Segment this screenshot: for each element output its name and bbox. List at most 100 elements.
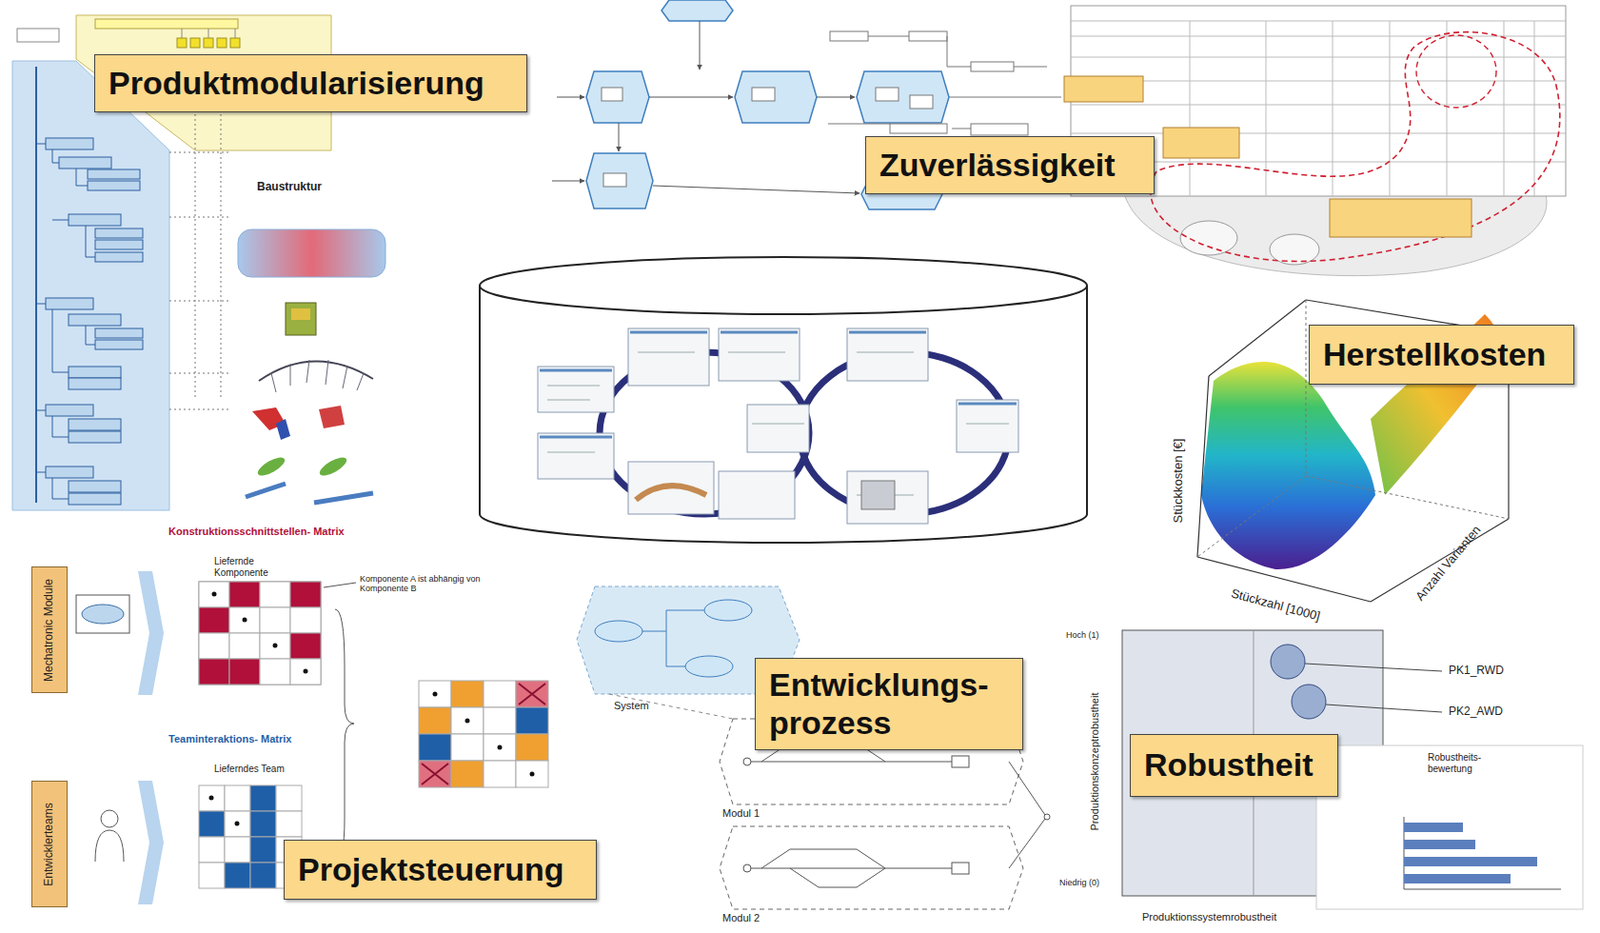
module-process-figure [743, 757, 751, 766]
process-model-figure [970, 123, 1028, 136]
module-process-figure [951, 755, 969, 768]
matrix-title: Konstruktionsschnittstellen- Matrix [168, 525, 345, 538]
robustness-chart [1403, 888, 1561, 890]
reliability-table-figure [1416, 35, 1497, 108]
cost-surface-plot [1305, 299, 1307, 476]
central-model-cylinder [539, 332, 1017, 437]
module-process-figure [951, 862, 969, 874]
series-label: PK1_RWD [1448, 664, 1504, 678]
product-structure-figure [169, 152, 229, 154]
reliability-table-figure [1070, 104, 1566, 106]
dsm-matrices-figure [224, 862, 251, 889]
process-model-figure [908, 31, 948, 41]
tick-label: Hoch (1) [1066, 630, 1100, 640]
dsm-matrices-figure [209, 795, 215, 801]
topic-title: Entwicklerteams [42, 802, 57, 886]
dsm-matrices-figure [198, 862, 225, 889]
dsm-matrices-figure [259, 658, 291, 685]
product-structure-figure [68, 377, 121, 390]
dsm-matrices-figure [212, 592, 309, 674]
product-structure-figure [285, 302, 317, 336]
topic-label-box: Zuverlässigkeit [865, 136, 1155, 195]
module-process-figure [747, 742, 1046, 888]
process-model-figure [751, 87, 775, 101]
module-process-figure [594, 620, 643, 642]
dsm-matrices-figure [198, 581, 321, 685]
module-process-figure [1008, 818, 1046, 869]
process-model-figure [828, 36, 1062, 129]
dsm-matrices-figure [335, 609, 355, 862]
topic-title: Projektsteuerung [297, 850, 565, 889]
product-structure-figure [169, 409, 229, 411]
product-structure-figure [68, 431, 121, 443]
reliability-table-figure [1070, 36, 1566, 38]
dsm-matrices-figure [259, 632, 291, 659]
product-structure-figure [169, 217, 229, 218]
reliability-table-figure [1070, 80, 1566, 82]
product-structure-figure [208, 28, 210, 39]
dsm-matrices-figure [198, 658, 230, 685]
cost-surface-plot [1197, 475, 1306, 557]
product-structure-figure [181, 28, 183, 39]
process-model-figure [603, 173, 627, 187]
reliability-table-figure [1070, 57, 1566, 59]
product-structure-figure [169, 373, 229, 375]
cost-surface-plot [1305, 475, 1509, 519]
robustness-chart [1403, 856, 1538, 867]
topic-label-box: Entwicklungs- prozess [754, 657, 1024, 751]
topic-title: Robustheit [1144, 746, 1314, 784]
product-structure-figure [45, 297, 94, 310]
product-structure-figure [190, 38, 200, 48]
product-structure-figure [95, 239, 143, 250]
product-structure-figure [255, 454, 288, 479]
dsm-matrices-figure [433, 691, 438, 697]
process-model-figure [552, 20, 860, 194]
process-model-figure [586, 71, 650, 123]
central-model-cylinder [479, 256, 1087, 543]
central-model-cylinder [539, 435, 613, 439]
axis-label: Stückkosten [€] [1171, 438, 1186, 524]
note: Komponente A ist abhängig von Komponente… [359, 573, 489, 594]
module-process-figure [576, 586, 1050, 909]
central-model-cylinder [1086, 285, 1088, 514]
axis-label: Liefernde Komponente [214, 555, 310, 578]
dsm-matrices-figure [530, 771, 535, 777]
product-structure-figure [177, 38, 187, 48]
region-label: System [613, 699, 650, 712]
cost-surface-plot [1370, 518, 1509, 602]
dsm-matrices-figure [433, 691, 535, 777]
dsm-matrices-figure [242, 617, 248, 623]
module-process-figure [747, 742, 952, 888]
central-model-cylinder [718, 471, 795, 519]
robustness-chart [1403, 839, 1476, 850]
process-model-figure [828, 36, 1062, 129]
dsm-matrices-figure [100, 809, 119, 828]
robustness-chart [1403, 822, 1538, 884]
process-model-figure [586, 153, 653, 209]
central-model-cylinder [630, 331, 708, 335]
product-structure-figure [95, 339, 143, 350]
dsm-matrices-figure [273, 643, 278, 649]
process-model-figure [856, 71, 949, 123]
reliability-table-figure [1389, 20, 1391, 197]
dsm-matrices-figure [224, 785, 251, 811]
central-model-cylinder [635, 485, 707, 500]
dsm-matrices-figure [515, 760, 549, 788]
dsm-matrices-figure [303, 669, 309, 674]
dsm-matrices-figure [421, 683, 546, 785]
dsm-matrices-figure [418, 733, 452, 761]
module-process-figure [685, 655, 733, 677]
axis-label: Anzahl Varianten [1413, 523, 1484, 605]
process-model-figure [909, 95, 933, 109]
lane-label: Modul 2 [722, 911, 760, 925]
product-structure-figure [45, 138, 94, 150]
process-model-figure [601, 87, 623, 101]
topic-label-box: Produktmodularisierung [94, 54, 528, 113]
module-process-figure [594, 599, 752, 677]
product-structure-figure [245, 483, 286, 497]
central-model-cylinder [537, 433, 614, 479]
dsm-matrices-figure [235, 821, 240, 827]
dsm-matrices-figure [229, 581, 260, 608]
reliability-table-figure [1150, 32, 1561, 262]
